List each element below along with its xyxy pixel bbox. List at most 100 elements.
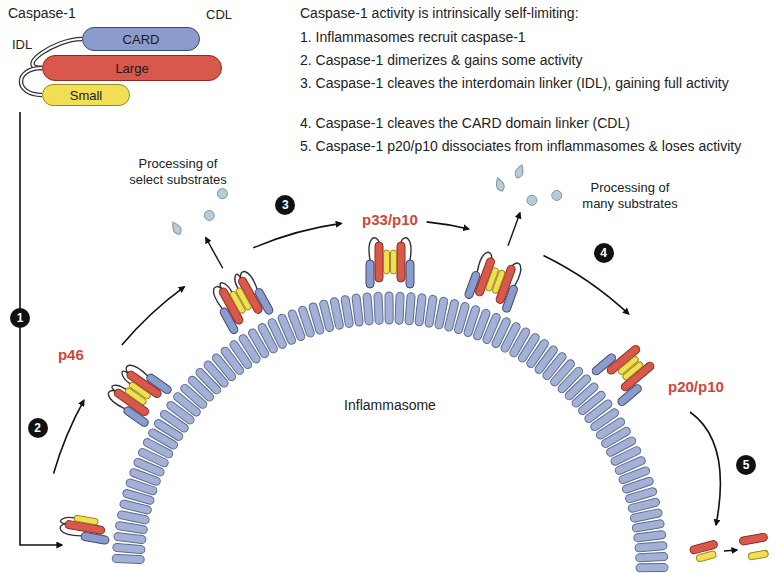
substrate-fragment <box>217 189 227 199</box>
callout-number: 3 <box>275 195 295 215</box>
substrate <box>514 164 526 180</box>
adaptor-filament <box>112 554 144 563</box>
substrate <box>170 220 184 236</box>
step-text: 3. Caspase-1 cleaves the interdomain lin… <box>300 74 762 92</box>
adaptor-filament <box>113 543 146 554</box>
figure-title: Caspase-1 activity is intrinsically self… <box>300 4 579 22</box>
adaptor-filament <box>636 564 668 572</box>
callout-number: 2 <box>28 418 48 438</box>
dissociate-arrow <box>724 550 737 551</box>
small-subunit <box>235 287 252 311</box>
caspase-cluster <box>591 337 662 407</box>
free-p20-p10 <box>689 540 720 564</box>
step-arrow <box>543 255 628 314</box>
adaptor-filament <box>352 294 364 327</box>
idl-linker <box>60 516 74 526</box>
linker-label: CDL <box>206 6 232 24</box>
adaptor-filament <box>635 541 668 552</box>
step-text: 5. Caspase-1 p20/p10 dissociates from in… <box>300 137 762 155</box>
large-subunit <box>375 242 383 282</box>
large-subunit <box>739 533 768 546</box>
cdl-linker <box>476 251 493 275</box>
substrate-fragment <box>204 210 214 220</box>
step-arrow <box>122 287 184 345</box>
adaptor-filament <box>363 293 374 326</box>
cdl-linker <box>59 523 83 537</box>
small-subunit <box>74 515 99 525</box>
processing-arrow <box>206 238 223 269</box>
large-subunit <box>620 361 656 393</box>
processing-arrow <box>508 213 520 246</box>
substrate-fragment <box>552 190 562 200</box>
domain-name: Small <box>70 88 103 103</box>
dissociate-arrow <box>690 412 720 525</box>
linker-outline <box>21 68 42 95</box>
adaptor-filament <box>636 552 668 562</box>
card-domain <box>366 260 374 288</box>
callout-number: 1 <box>10 308 30 328</box>
substrate <box>494 177 506 193</box>
adaptor-filament <box>405 293 415 326</box>
caspase-cluster <box>208 267 275 335</box>
cdl-linker <box>106 388 130 409</box>
domain-name: CARD <box>123 32 160 47</box>
cdl-linker <box>369 238 379 260</box>
adaptor-filament <box>114 532 147 544</box>
linker-core <box>21 68 42 95</box>
caspase-cluster <box>103 359 172 428</box>
step-text: 4. Caspase-1 cleaves the CARD domain lin… <box>300 114 762 132</box>
small-subunit <box>748 550 769 560</box>
callout-number: 5 <box>736 455 756 475</box>
step-arrow <box>54 400 84 473</box>
domain-name: Large <box>115 61 148 76</box>
domain-linker <box>21 68 42 95</box>
free-p20-p10 <box>739 533 771 561</box>
cdl-linker <box>506 262 523 286</box>
adaptor-filament <box>115 521 148 534</box>
cdl-linker <box>239 269 258 293</box>
state-label: p20/p10 <box>668 378 724 396</box>
state-label: p33/p10 <box>362 211 418 229</box>
cdl-linker <box>124 362 148 383</box>
figure-label: Caspase-1 <box>8 4 76 22</box>
step-arrow <box>253 223 341 247</box>
idl-linker <box>111 382 126 396</box>
step-arrow <box>427 222 469 229</box>
callout-number: 4 <box>594 243 614 263</box>
domain-pill: Large <box>42 55 222 81</box>
card-domain <box>406 260 414 288</box>
large-subunit <box>125 370 162 399</box>
adaptor-filament <box>425 295 438 328</box>
step-text: 2. Caspase-1 dimerizes & gains some acti… <box>300 51 762 69</box>
adaptor-filament <box>395 292 404 324</box>
linker-label: IDL <box>12 36 32 54</box>
inflammasome-arc <box>112 292 668 572</box>
small-subunit <box>622 361 644 381</box>
caspase-cluster <box>366 238 414 288</box>
recruit-arrow <box>20 112 62 545</box>
idl-linker <box>232 273 245 288</box>
caspase-cluster <box>464 250 526 314</box>
small-subunit <box>384 250 390 274</box>
state-label: p46 <box>58 346 84 364</box>
small-subunit <box>492 269 506 294</box>
substrate-note: Processing of many substrates <box>574 180 686 212</box>
large-subunit <box>397 242 405 282</box>
cdl-linker <box>401 238 411 260</box>
small-subunit <box>696 550 717 562</box>
adaptor-filament <box>415 293 427 326</box>
inflammasome-label: Inflammasome <box>344 396 436 414</box>
caspase-cluster <box>58 513 112 545</box>
card-domain <box>81 532 110 545</box>
substrate-fragment <box>527 195 537 205</box>
small-subunit <box>391 250 397 274</box>
domain-pill: Small <box>42 84 130 106</box>
domain-pill: CARD <box>82 27 200 51</box>
substrate-note: Processing of select substrates <box>122 156 234 188</box>
cdl-linker <box>211 285 230 309</box>
adaptor-filament <box>385 292 393 324</box>
step-text: 1. Inflammasomes recruit caspase-1 <box>300 28 762 46</box>
adaptor-filament <box>374 292 383 324</box>
small-subunit <box>128 381 151 400</box>
